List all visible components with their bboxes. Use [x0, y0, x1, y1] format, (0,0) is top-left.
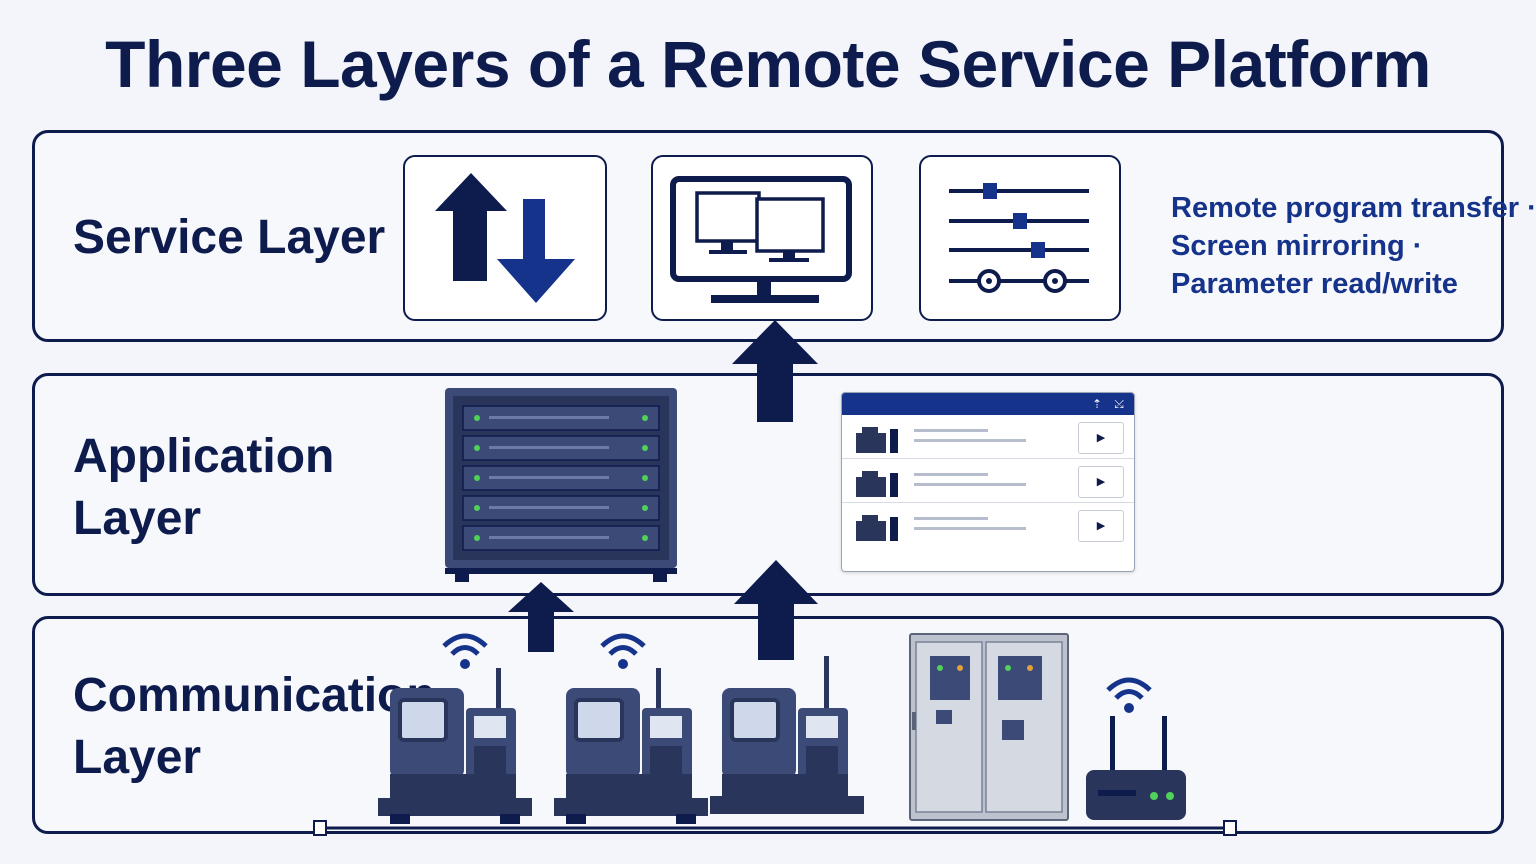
- page-title: Three Layers of a Remote Service Platfor…: [105, 27, 1431, 101]
- transfer-card: [403, 155, 607, 321]
- machine-mini-icon: [856, 515, 898, 541]
- rack-slot: [489, 476, 609, 479]
- play-button[interactable]: ▶: [1078, 422, 1124, 454]
- rack-led: [642, 445, 648, 451]
- cnc-machine-icon: [554, 668, 708, 824]
- rack-slot: [489, 416, 609, 419]
- parameter-card: [919, 155, 1121, 321]
- rack-slot: [489, 506, 609, 509]
- cnc-machine-icon: [378, 668, 532, 824]
- application-layer-label: Application Layer: [73, 426, 403, 550]
- router-icon: [1086, 716, 1186, 820]
- up-arrow-icon: [732, 320, 818, 422]
- transfer-arrows-icon: [435, 173, 575, 303]
- wifi-icon: [1106, 677, 1152, 713]
- rack-led: [474, 505, 480, 511]
- up-arrow-icon: [508, 582, 574, 652]
- hmi-bar: [914, 429, 988, 432]
- hmi-bar: [914, 517, 988, 520]
- label-line: Layer: [73, 492, 202, 545]
- label-line: Application: [73, 430, 335, 483]
- rack-led: [642, 415, 648, 421]
- up-arrow-icon: [734, 560, 818, 660]
- rack-slot: [489, 536, 609, 539]
- hmi-row: ▶: [842, 459, 1134, 503]
- rack-led: [642, 475, 648, 481]
- hmi-tools-icon: ⤩: [1114, 397, 1124, 411]
- feature-item: Screen mirroring ·: [1171, 230, 1423, 262]
- screen-mirroring-icon: [670, 176, 852, 303]
- machine-mini-icon: [856, 471, 898, 497]
- machine-mini-icon: [856, 427, 898, 453]
- screen-mirroring-card: [651, 155, 873, 321]
- rack-slot: [489, 446, 609, 449]
- rack-led: [474, 535, 480, 541]
- hmi-row: ▶: [842, 503, 1134, 546]
- play-button[interactable]: ▶: [1078, 510, 1124, 542]
- network-bus-line: [313, 820, 1237, 836]
- rack-led: [474, 415, 480, 421]
- rack-led: [474, 445, 480, 451]
- label-line: Layer: [73, 731, 202, 784]
- label-line: Communication: [73, 669, 436, 722]
- hmi-upload-icon: ⇡: [1091, 397, 1102, 411]
- feature-item: Parameter read/write: [1171, 268, 1458, 300]
- hmi-header: ⇡ ⤩: [842, 393, 1134, 415]
- control-cabinet-icon: [909, 633, 1069, 821]
- server-rack-icon: [445, 388, 677, 582]
- parameter-sliders-icon: [949, 183, 1089, 293]
- wifi-icon: [600, 633, 646, 669]
- hmi-bar: [914, 439, 1026, 442]
- hmi-dashboard-icon: ⇡ ⤩ ▶ ▶: [841, 392, 1135, 572]
- feature-item: Remote program transfer ·: [1171, 192, 1536, 224]
- rack-led: [642, 505, 648, 511]
- cnc-machine-icon: [710, 656, 864, 814]
- hmi-bar: [914, 473, 988, 476]
- rack-led: [642, 535, 648, 541]
- hmi-bar: [914, 483, 1026, 486]
- communication-layer-label: Communication Layer: [73, 665, 436, 789]
- service-layer: Service Layer: [32, 130, 1536, 342]
- service-layer-label: Service Layer: [73, 211, 386, 264]
- hmi-bar: [914, 527, 1026, 530]
- wifi-icon: [442, 633, 488, 669]
- service-feature-list: Remote program transfer · Screen mirrori…: [1171, 189, 1536, 303]
- rack-led: [474, 475, 480, 481]
- play-button[interactable]: ▶: [1078, 466, 1124, 498]
- hmi-row: ▶: [842, 415, 1134, 459]
